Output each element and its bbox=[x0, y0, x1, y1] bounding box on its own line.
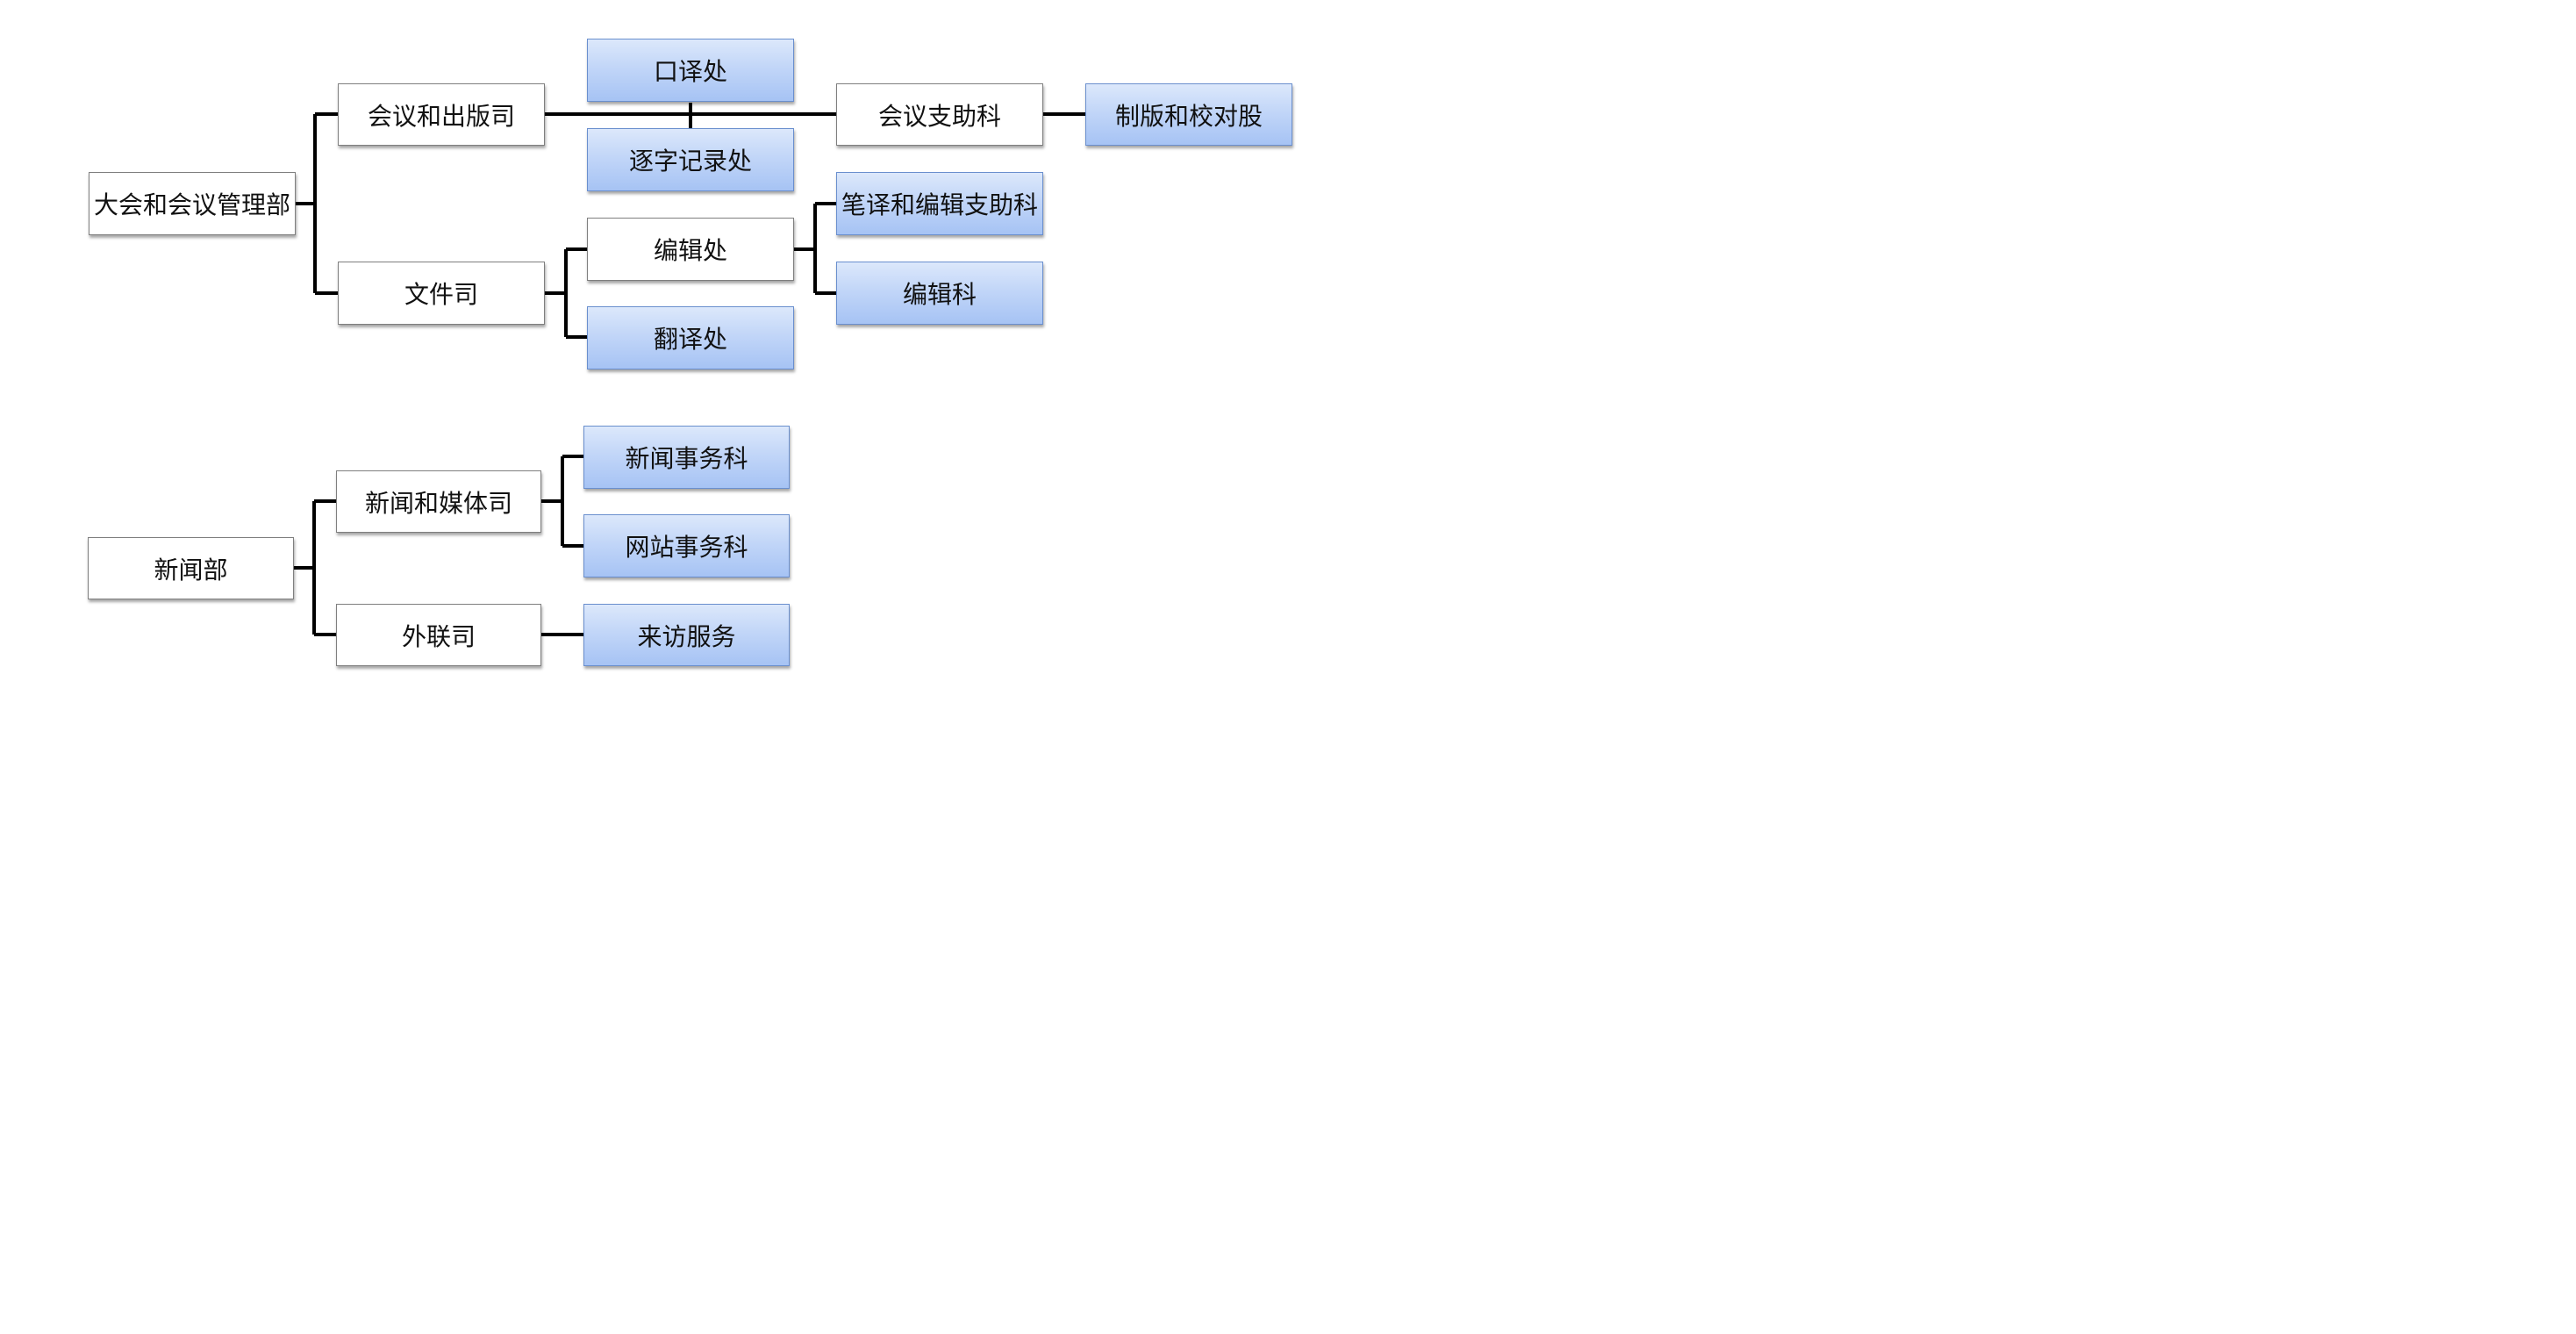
node-dpi: 新闻部 bbox=[88, 537, 294, 599]
org-chart-canvas: 大会和会议管理部 会议和出版司 口译处 逐字记录处 会议支助科 制版和校对股 文… bbox=[0, 0, 1376, 710]
node-translation-service: 翻译处 bbox=[587, 306, 794, 369]
node-verbatim-reporting-service: 逐字记录处 bbox=[587, 128, 794, 191]
node-web-section: 网站事务科 bbox=[583, 514, 790, 577]
node-interpretation-service: 口译处 bbox=[587, 39, 794, 102]
node-meetings-publishing-division: 会议和出版司 bbox=[338, 83, 545, 146]
connector-news-root bbox=[294, 499, 336, 636]
node-news-media-division: 新闻和媒体司 bbox=[336, 470, 541, 533]
connector-news-media bbox=[541, 455, 583, 548]
node-translation-editing-support-section: 笔译和编辑支助科 bbox=[836, 172, 1043, 235]
node-meetings-support-section: 会议支助科 bbox=[836, 83, 1043, 146]
node-editing-service: 编辑处 bbox=[587, 218, 794, 281]
node-dgacm: 大会和会议管理部 bbox=[89, 172, 296, 235]
connector-lines bbox=[294, 103, 1085, 636]
node-copy-preparation-unit: 制版和校对股 bbox=[1085, 83, 1292, 146]
connector-doc-to-services bbox=[545, 247, 587, 339]
connector-root-to-divisions bbox=[296, 112, 338, 295]
node-outreach-division: 外联司 bbox=[336, 604, 541, 666]
node-visitor-services: 来访服务 bbox=[583, 604, 790, 666]
connector-editing-to-sections bbox=[794, 202, 836, 295]
node-documentation-division: 文件司 bbox=[338, 262, 545, 325]
node-editing-section: 编辑科 bbox=[836, 262, 1043, 325]
node-news-section: 新闻事务科 bbox=[583, 426, 790, 489]
